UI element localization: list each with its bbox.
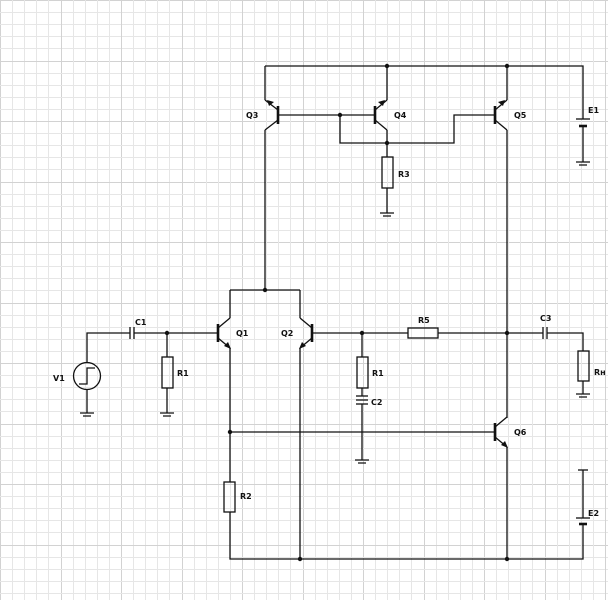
wires [86, 65, 584, 560]
label-r3: R3 [398, 170, 410, 179]
junctions [164, 63, 510, 562]
ground-icon [576, 393, 590, 398]
capacitor-c1 [129, 327, 135, 339]
label-c3: C3 [540, 314, 551, 323]
transistor-q5 [493, 99, 508, 131]
capacitor-c2 [356, 395, 368, 405]
label-v1: V1 [53, 374, 65, 383]
label-c1: C1 [135, 318, 147, 327]
transistor-q3 [264, 99, 280, 131]
label-r5: R5 [418, 316, 430, 325]
resistor-rn [577, 350, 590, 382]
ground-icon [80, 412, 94, 417]
label-rn: Rн [594, 368, 606, 377]
ground-icon [576, 161, 590, 166]
label-q4: Q4 [394, 111, 407, 120]
resistor-r2 [223, 481, 236, 513]
resistor-r5 [407, 327, 439, 339]
battery-e1 [576, 118, 590, 132]
label-r2: R2 [240, 492, 252, 501]
transistor-q4 [373, 99, 388, 131]
ground-icon [380, 212, 394, 217]
label-r1-right: R1 [372, 369, 384, 378]
transistor-q1 [216, 317, 231, 349]
resistor-r1-right [356, 356, 369, 389]
ground-icon [355, 459, 369, 464]
label-q6: Q6 [514, 428, 527, 437]
label-c2: C2 [371, 398, 382, 407]
resistor-r3 [381, 156, 394, 189]
label-q2: Q2 [281, 329, 293, 338]
voltage-source-v1 [72, 361, 102, 391]
label-q1: Q1 [236, 329, 249, 338]
label-q3: Q3 [246, 111, 258, 120]
component-labels: Q3 Q4 Q5 Q1 Q2 Q6 R3 R1 R1 R2 R5 Rн C1 C… [53, 106, 606, 518]
label-r1-left: R1 [177, 369, 189, 378]
transistor-q2 [299, 317, 314, 349]
ground-symbols [80, 161, 590, 464]
capacitor-c3 [542, 327, 548, 339]
label-e1: E1 [588, 106, 599, 115]
ground-icon [160, 412, 174, 417]
transistor-q6 [493, 416, 508, 448]
label-q5: Q5 [514, 111, 527, 120]
resistor-r1-left [161, 356, 174, 389]
label-e2: E2 [588, 509, 599, 518]
battery-e2 [576, 469, 590, 530]
